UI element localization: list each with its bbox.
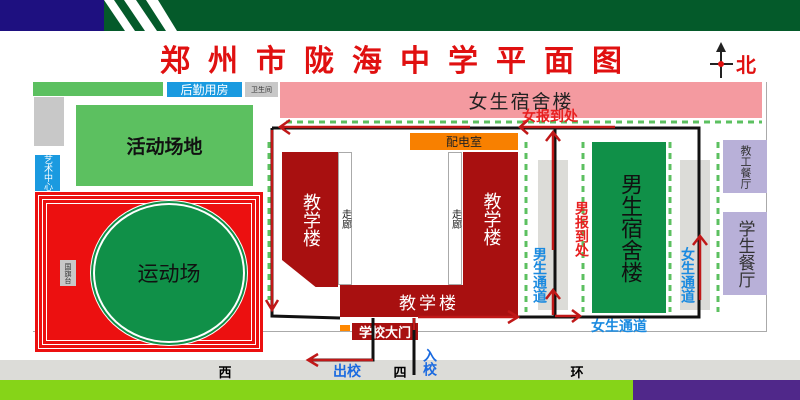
power-room: 配电室 bbox=[410, 133, 518, 150]
boys-passage-label: 男生通道 bbox=[531, 247, 547, 303]
bottom-green-bar bbox=[0, 380, 633, 400]
gray-block bbox=[34, 97, 64, 146]
girls-registration-label: 女报到处 bbox=[522, 109, 578, 125]
compass-label: 北 bbox=[736, 52, 756, 77]
boys-registration-label: 男报到处 bbox=[573, 201, 589, 257]
teaching-building-bottom: 教学楼 bbox=[340, 285, 518, 317]
art-center: 艺术中心 bbox=[35, 155, 60, 191]
staff-canteen: 教工餐厅 bbox=[723, 140, 767, 193]
header-blue-block bbox=[0, 0, 104, 31]
activity-area: 活动场地 bbox=[76, 105, 253, 186]
girls-dormitory: 女生宿舍楼 bbox=[280, 82, 762, 118]
green-strip bbox=[33, 82, 163, 96]
exit-label: 出校 bbox=[333, 364, 361, 380]
student-canteen: 学生餐厅 bbox=[723, 212, 767, 295]
girls-passage-bottom-label: 女生通道 bbox=[591, 319, 647, 335]
enter-label: 入校 bbox=[421, 348, 437, 376]
gate-light bbox=[340, 325, 350, 331]
playground: 运动场 bbox=[95, 205, 243, 341]
toilet: 卫生间 bbox=[245, 82, 278, 97]
road-label-west: 西 bbox=[218, 365, 232, 381]
girls-passage-right-label: 女生通道 bbox=[679, 247, 695, 303]
road-label-four: 四 bbox=[393, 365, 407, 381]
road bbox=[0, 360, 800, 380]
flag-platform: 国旗台 bbox=[60, 260, 76, 286]
boys-dormitory: 男生宿舍楼 bbox=[592, 142, 666, 313]
corridor-right: 走廊 bbox=[448, 152, 462, 285]
teaching-building-right: 教学楼 bbox=[463, 152, 518, 285]
teaching-building-left: 教学楼 bbox=[282, 152, 338, 287]
page-title: 郑州市陇海中学平面图 bbox=[160, 44, 640, 79]
road-label-ring: 环 bbox=[570, 365, 584, 381]
gray-strip-2 bbox=[680, 160, 710, 310]
logistics-building: 后勤用房 bbox=[167, 82, 242, 97]
corridor-left: 走廊 bbox=[338, 152, 352, 285]
bottom-purple-bar bbox=[633, 380, 800, 400]
